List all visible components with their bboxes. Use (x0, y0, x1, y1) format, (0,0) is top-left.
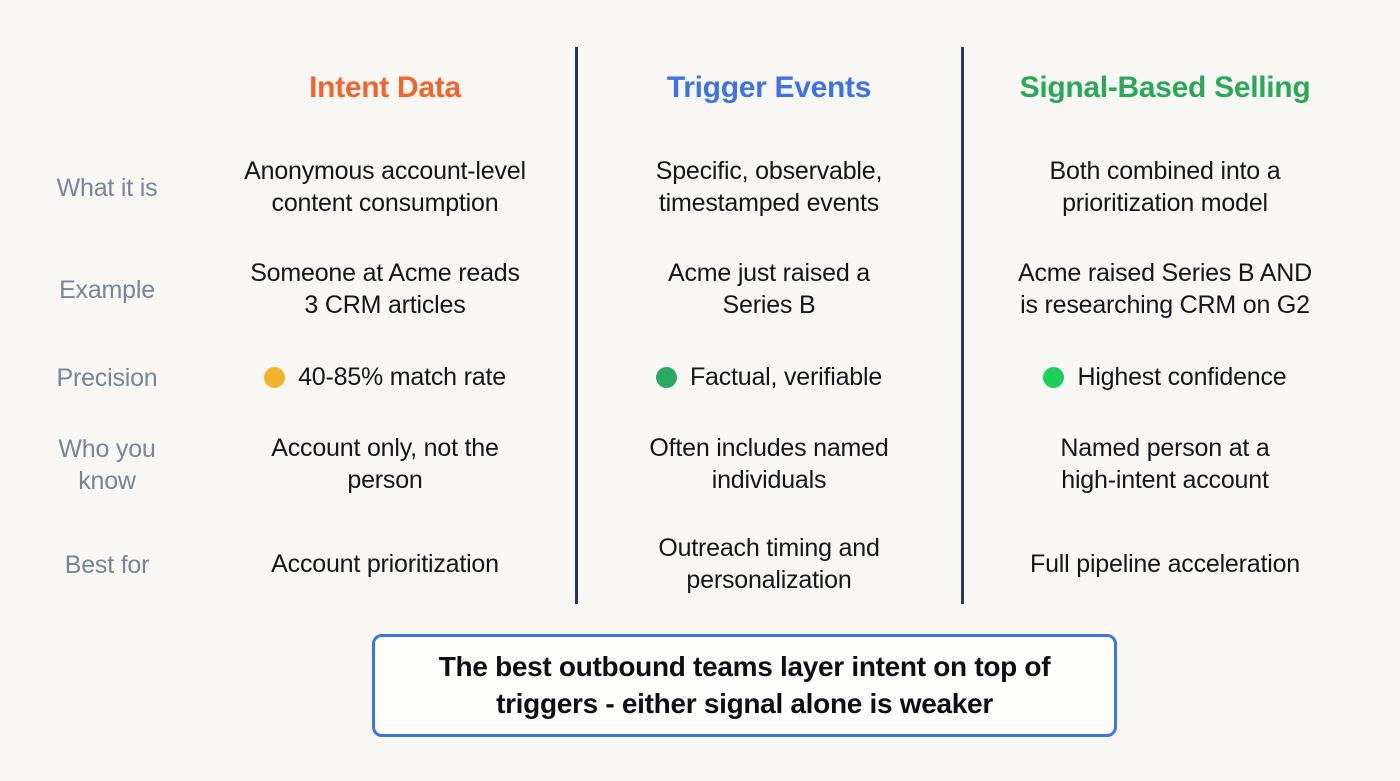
column-divider-right (961, 47, 964, 604)
cell-who-you-know-intent: Account only, not the person (271, 434, 499, 494)
cell-best-for-intent: Account prioritization (271, 550, 499, 579)
cell-best-for-trigger: Outreach timing and personalization (658, 534, 880, 594)
cell-example-trigger: Acme just raised a Series B (667, 259, 871, 319)
column-divider-left (575, 47, 578, 604)
key-takeaway-callout: The best outbound teams layer intent on … (372, 634, 1117, 737)
column-header-signal-based-selling: Signal-Based Selling (1019, 70, 1311, 104)
yellow-status-dot-icon (264, 367, 286, 388)
cell-best-for-signal: Full pipeline acceleration (1030, 550, 1300, 579)
cell-example-signal: Acme raised Series B AND is researching … (1018, 259, 1312, 319)
row-label-who-you-know: Who you know (58, 435, 156, 495)
cell-example-intent: Someone at Acme reads 3 CRM articles (250, 259, 520, 319)
precision-signal-text: Highest confidence (1077, 362, 1287, 391)
cell-what-it-is-intent: Anonymous account-level content consumpt… (244, 156, 526, 217)
precision-trigger-text: Factual, verifiable (689, 362, 883, 391)
bright-green-status-dot-icon (1043, 367, 1065, 388)
cell-precision-signal: Highest confidence (962, 340, 1400, 415)
cell-who-you-know-signal: Named person at a high-intent account (1060, 434, 1270, 494)
row-label-what-it-is: What it is (56, 173, 158, 202)
precision-intent-text: 40-85% match rate (298, 362, 506, 391)
row-label-best-for: Best for (64, 551, 150, 579)
green-status-dot-icon (655, 367, 677, 388)
corner-spacer (0, 40, 220, 135)
row-label-example: Example (59, 276, 155, 304)
column-header-intent-data: Intent Data (309, 70, 461, 104)
row-label-precision: Precision (56, 363, 158, 392)
cell-what-it-is-trigger: Specific, observable, timestamped events (655, 156, 883, 217)
cell-who-you-know-trigger: Often includes named individuals (649, 434, 889, 494)
column-header-trigger-events: Trigger Events (666, 70, 872, 104)
cell-what-it-is-signal: Both combined into a prioritization mode… (1049, 156, 1281, 217)
cell-precision-intent: 40-85% match rate (220, 340, 576, 415)
comparison-table: Intent Data Trigger Events Signal-Based … (0, 40, 1400, 615)
cell-precision-trigger: Factual, verifiable (576, 340, 962, 415)
